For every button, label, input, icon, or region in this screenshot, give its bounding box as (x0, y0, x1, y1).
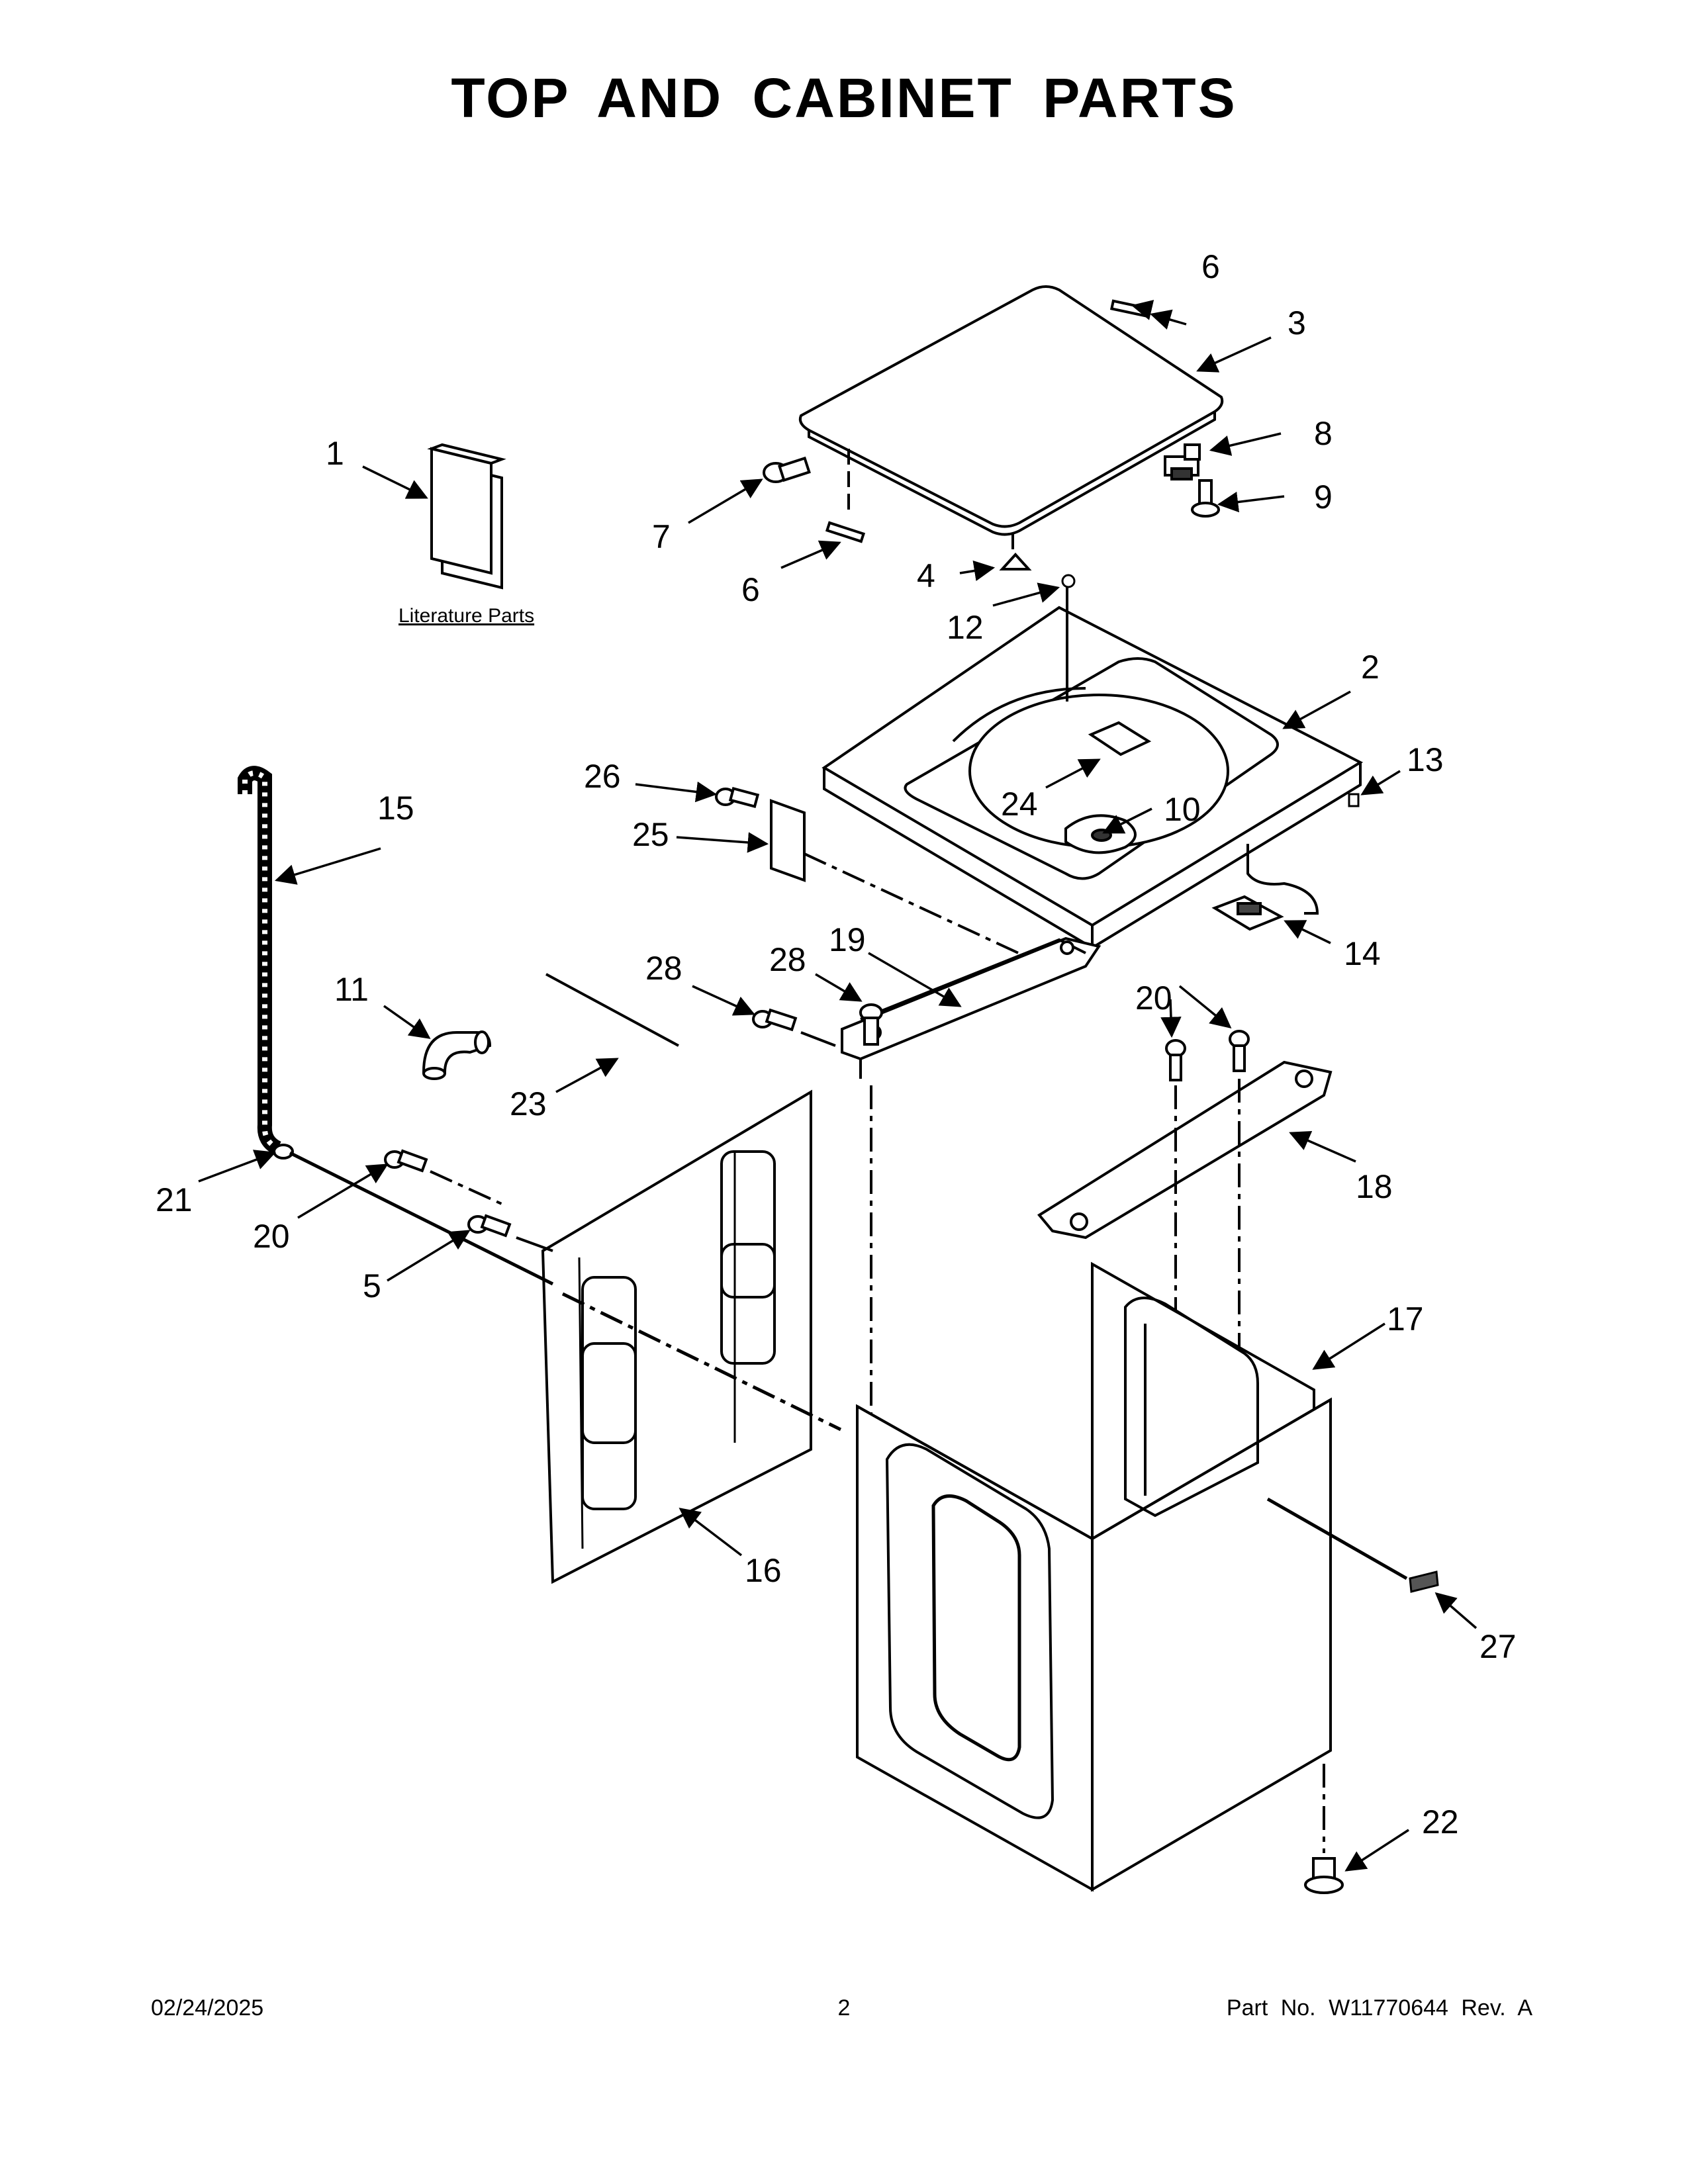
drain-hose-clamp (273, 1144, 294, 1160)
lid-hinge-screw (763, 456, 811, 483)
callout-11: 11 (334, 971, 369, 1008)
tie-rod (545, 973, 679, 1047)
top-panel-pad (1088, 721, 1152, 756)
callout-12: 12 (947, 609, 984, 646)
screw-26 (715, 786, 760, 809)
lid-hinge-top (1109, 299, 1149, 318)
washer-lid (798, 285, 1224, 536)
leveling-leg (1304, 1857, 1344, 1894)
bracket-25 (770, 799, 806, 882)
callout-6-top: 6 (1201, 248, 1220, 285)
callout-4: 4 (917, 557, 935, 594)
callout-17: 17 (1387, 1300, 1424, 1338)
literature-parts-label: Literature Parts (399, 605, 534, 627)
rear-brace (1037, 1060, 1333, 1240)
screw-12 (1061, 574, 1076, 588)
footer-part-number: Part No. W11770644 Rev. A (1226, 1995, 1532, 2021)
cabinet-label (1409, 1570, 1439, 1593)
callout-27: 27 (1479, 1628, 1517, 1665)
callout-23: 23 (510, 1085, 547, 1122)
lid-switch (1164, 443, 1201, 480)
footer-page-number: 2 (837, 1995, 851, 2021)
callout-7: 7 (652, 518, 671, 555)
screw-28-line (800, 1031, 836, 1047)
callout-28-right: 28 (769, 941, 806, 978)
callout-28-left: 28 (645, 950, 682, 987)
callout-25: 25 (632, 816, 669, 853)
callout-10: 10 (1164, 791, 1201, 828)
callout-18: 18 (1356, 1168, 1393, 1205)
callout-15: 15 (377, 790, 414, 827)
callout-20-left: 20 (253, 1218, 290, 1255)
callout-20-right: 20 (1135, 979, 1172, 1017)
page-title: TOP AND CABINET PARTS (451, 67, 1237, 129)
screw-5-line (516, 1236, 553, 1252)
lid-switch-screw (1191, 479, 1220, 518)
lid-hinge-bottom (825, 521, 866, 543)
label-line (1266, 1497, 1408, 1580)
callout-19: 19 (829, 921, 866, 958)
screw-20-line (430, 1170, 504, 1206)
screw-20-left (384, 1149, 428, 1173)
rear-panel-alignment-line (561, 1292, 842, 1432)
screw-20-right-a (1165, 1039, 1186, 1081)
lid-bumper (999, 553, 1032, 570)
callout-1: 1 (326, 435, 344, 472)
footer-date: 02/24/2025 (151, 1995, 264, 2021)
callout-8: 8 (1314, 415, 1333, 452)
screw-20-right-b (1229, 1030, 1250, 1072)
callout-3: 3 (1288, 304, 1306, 341)
callout-5: 5 (363, 1267, 381, 1304)
rear-panel (541, 1089, 812, 1584)
callout-16: 16 (745, 1552, 782, 1589)
callout-14: 14 (1344, 935, 1381, 972)
callout-21: 21 (156, 1181, 193, 1218)
callout-leaders (198, 300, 1477, 1872)
top-panel-clip (1348, 793, 1360, 807)
callout-26: 26 (584, 758, 621, 795)
literature-booklet (427, 443, 506, 590)
screw-28-right (859, 1003, 883, 1046)
callout-22: 22 (1422, 1803, 1459, 1841)
drain-hose (238, 766, 282, 1156)
callout-6-bottom: 6 (741, 571, 760, 608)
drain-hose-elbow (422, 1030, 492, 1080)
screw-28-left (752, 1008, 798, 1032)
lid-lock-harness (1211, 844, 1319, 931)
hose-routing-line (289, 1151, 554, 1286)
callout-24: 24 (1001, 786, 1038, 823)
callout-2: 2 (1361, 649, 1380, 686)
top-panel (821, 606, 1364, 950)
screw-5 (467, 1214, 512, 1238)
callout-13: 13 (1407, 741, 1444, 778)
callout-9: 9 (1314, 478, 1333, 516)
cabinet (856, 1261, 1332, 1892)
